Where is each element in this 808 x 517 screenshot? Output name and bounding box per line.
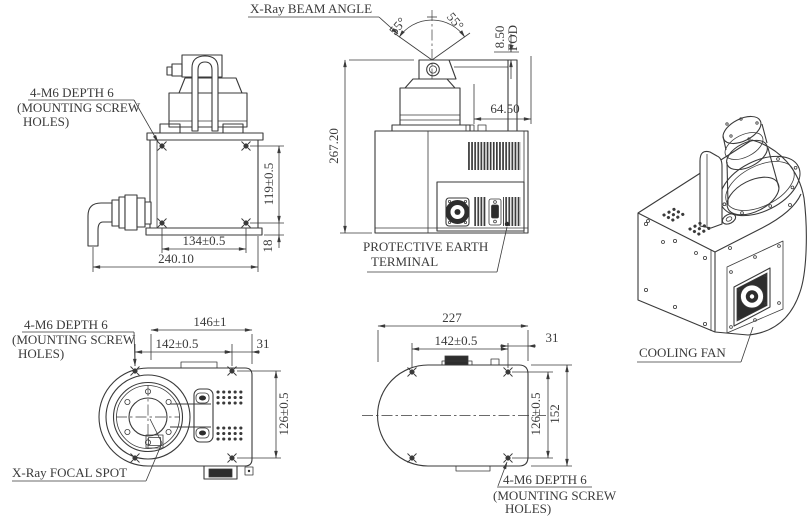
- dim-31-top-text: 31: [257, 336, 270, 351]
- cooling-fan: [733, 267, 771, 327]
- dimension-126-top: 126±0.5: [237, 370, 291, 459]
- dimension-227: 227: [377, 310, 529, 362]
- dimension-64: 64.50: [473, 56, 532, 124]
- mounting-hole: [227, 453, 237, 463]
- dimension-18: 18: [260, 223, 284, 253]
- hv-cable-connector: [87, 194, 152, 247]
- cooling-fan-callout: COOLING FAN: [637, 326, 754, 363]
- tube-dome: [722, 115, 780, 216]
- vent-slats-mid: [473, 197, 486, 226]
- mounting-note-line3: HOLES): [18, 346, 64, 361]
- dim-146-text: 146±1: [193, 314, 226, 329]
- isometric-view: COOLING FAN: [637, 115, 807, 363]
- dimension-31-top: 31: [224, 336, 270, 354]
- mounting-note-line2: (MOUNTING SCREW: [493, 488, 617, 503]
- bottom-view: 227 142±0.5 31 126±0.5 152 4-: [362, 310, 617, 516]
- earth-terminal-point: [504, 221, 510, 227]
- dim-267-text: 267.20: [326, 128, 341, 164]
- dim-134-text: 134±0.5: [183, 233, 226, 248]
- mounting-note-line3: HOLES): [23, 114, 69, 129]
- housing-box: [145, 132, 264, 236]
- dimension-142-bottom: 142±0.5: [411, 333, 509, 368]
- dimension-142-top: 142±0.5: [134, 336, 233, 366]
- mounting-note-bottomview: 4-M6 DEPTH 6 (MOUNTING SCREW HOLES): [493, 461, 617, 516]
- label-protective-earth-1: PROTECTIVE EARTH: [363, 239, 488, 254]
- dimension-146: 146±1: [150, 314, 253, 364]
- cable-arch: [191, 55, 219, 132]
- dim-152-text: 152: [547, 404, 562, 424]
- top-view: 146±1 142±0.5 31 126±0.5 4-M6 DEPTH 6 (M…: [12, 314, 291, 482]
- mounting-hole: [157, 141, 167, 151]
- dim-fod-value: 8.50: [492, 26, 507, 49]
- mounting-hole: [157, 218, 167, 228]
- protective-earth-callout: PROTECTIVE EARTH TERMINAL: [363, 226, 508, 273]
- dimension-126-bottom: 126±0.5: [512, 371, 553, 459]
- dimension-240: 240.10: [92, 236, 259, 272]
- dimension-31-bottom: 31: [500, 330, 559, 348]
- housing-box-side: [374, 124, 529, 234]
- dimension-267: 267.20: [326, 59, 414, 234]
- mounting-note-line1: 4-M6 DEPTH 6: [503, 472, 587, 487]
- dim-142-top-text: 142±0.5: [156, 336, 199, 351]
- mounting-hole: [241, 218, 251, 228]
- mounting-hole: [503, 453, 513, 463]
- bottom-edge-connectors: [203, 465, 254, 480]
- mounting-hole: [241, 141, 251, 151]
- arm-slab: [699, 150, 737, 229]
- dim-227-text: 227: [442, 310, 462, 325]
- dsub-connector: [488, 198, 502, 226]
- mounting-hole: [503, 367, 513, 377]
- dimension-152: 152: [531, 364, 572, 467]
- mounting-note-top: 4-M6 DEPTH 6 (MOUNTING SCREW HOLES): [17, 85, 159, 143]
- top-face-details: [646, 203, 792, 255]
- label-beam-angle: X-Ray BEAM ANGLE: [250, 1, 372, 16]
- label-cooling-fan: COOLING FAN: [639, 345, 726, 360]
- edge-connector: [441, 355, 500, 472]
- dim-126-bottom-text: 126±0.5: [528, 393, 543, 436]
- dimension-fod: 8.50 FOD: [492, 25, 520, 79]
- dim-31-bottom-text: 31: [546, 330, 559, 345]
- mounting-note-line1: 4-M6 DEPTH 6: [30, 85, 114, 100]
- beam-angle-callout: X-Ray BEAM ANGLE: [248, 1, 399, 35]
- focal-spot-callout: X-Ray FOCAL SPOT: [12, 418, 163, 482]
- dimension-119: 119±0.5: [250, 145, 284, 224]
- mounting-note-line3: HOLES): [505, 501, 551, 516]
- dim-angle-right: 55°: [444, 9, 467, 33]
- vent-holes: [216, 390, 243, 441]
- dim-142-bottom-text: 142±0.5: [435, 333, 478, 348]
- dimension-134: 134±0.5: [161, 228, 247, 253]
- fan-face: [726, 240, 784, 334]
- label-fod: FOD: [505, 25, 520, 51]
- mounting-hole: [407, 453, 417, 463]
- label-protective-earth-2: TERMINAL: [371, 254, 438, 269]
- front-side-view: 119±0.5 18 134±0.5 240.10 4-M6 DEPTH 6 (…: [17, 54, 284, 272]
- side-view-beam: 55° 55° X-Ray BEAM ANGLE: [248, 1, 532, 273]
- dim-64-text: 64.50: [490, 101, 519, 116]
- vent-slats-right: [503, 197, 521, 226]
- arm-clamp: [170, 388, 214, 443]
- mounting-note-line2: (MOUNTING SCREW: [12, 332, 136, 347]
- label-focal-spot: X-Ray FOCAL SPOT: [12, 465, 127, 480]
- dim-119-text: 119±0.5: [261, 163, 276, 205]
- power-connector: [445, 197, 470, 227]
- left-face-screws: [644, 221, 708, 326]
- tube-head: [159, 54, 248, 134]
- dim-126-top-text: 126±0.5: [276, 393, 291, 436]
- mounting-note-line1: 4-M6 DEPTH 6: [24, 317, 108, 332]
- tube-head-side: [391, 78, 471, 132]
- dim-240-text: 240.10: [158, 251, 194, 266]
- mounting-note-topview: 4-M6 DEPTH 6 (MOUNTING SCREW HOLES): [12, 317, 137, 367]
- vent-slats-top: [467, 142, 521, 170]
- dim-18-text: 18: [260, 240, 275, 253]
- tube-circles: [105, 374, 191, 460]
- mounting-hole: [407, 367, 417, 377]
- beam-angle: 55° 55°: [386, 9, 471, 80]
- mounting-note-line2: (MOUNTING SCREW: [17, 100, 141, 115]
